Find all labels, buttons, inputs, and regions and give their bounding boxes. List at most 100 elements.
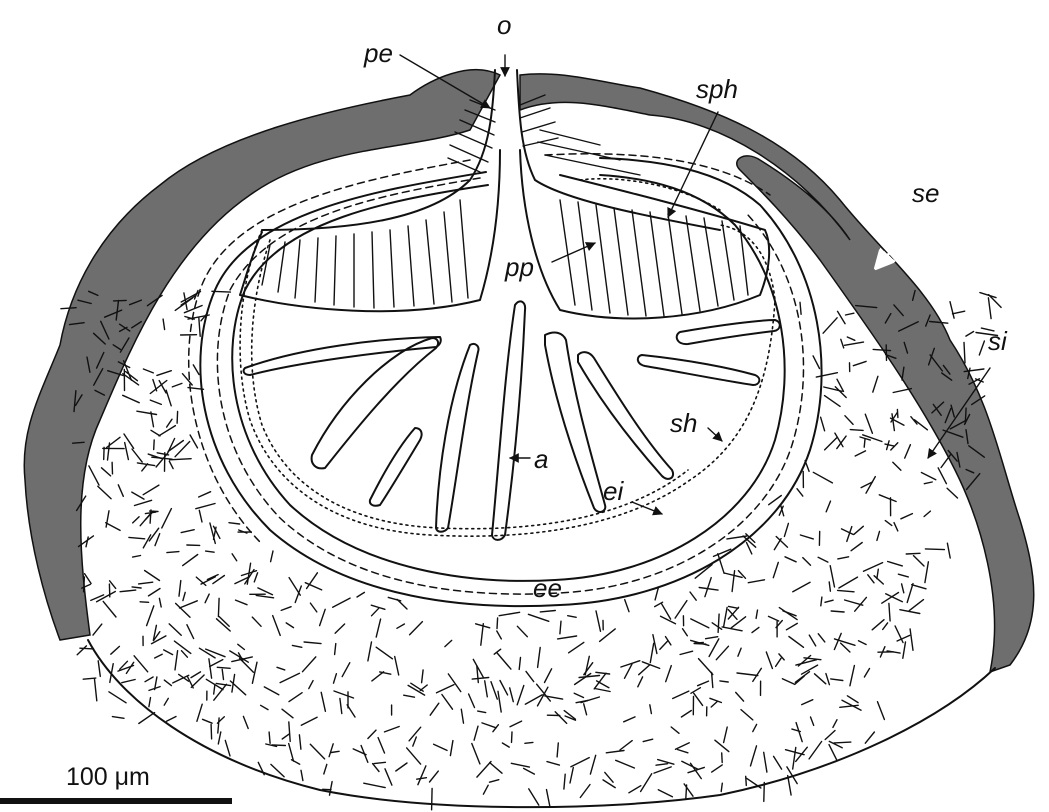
fiber-stroke: [658, 790, 672, 797]
fiber-stroke: [596, 672, 610, 674]
fiber-stroke: [712, 765, 723, 772]
fiber-stroke: [878, 702, 885, 720]
fiber-stroke: [786, 623, 797, 629]
fiber-stroke: [154, 440, 155, 450]
fiber-stroke: [301, 770, 303, 780]
fiber-stroke: [280, 673, 299, 682]
fiber-stroke: [271, 764, 284, 776]
fiber-stroke: [132, 449, 142, 462]
label-pe: pe: [363, 38, 393, 68]
fiber-stroke: [564, 774, 565, 789]
fiber-stroke: [753, 724, 757, 731]
fiber-stroke: [661, 616, 676, 624]
fiber-stroke: [396, 763, 407, 771]
fiber-stroke: [413, 737, 417, 746]
fiber-stroke: [676, 743, 690, 750]
fiber-stroke: [585, 656, 589, 675]
fiber-stroke: [691, 619, 709, 628]
fiber-stroke: [851, 543, 862, 551]
fiber-stroke: [616, 760, 635, 768]
fiber-stroke: [77, 646, 86, 655]
fiber-stroke: [357, 592, 364, 597]
fiber-stroke: [833, 720, 837, 728]
fiber-stroke: [660, 641, 668, 650]
fiber-stroke: [698, 681, 709, 686]
fiber-stroke: [303, 657, 316, 672]
fiber-stroke: [769, 616, 779, 621]
fiber-stroke: [167, 439, 175, 455]
pointer-sph: [668, 112, 718, 217]
fiber-stroke: [407, 748, 421, 764]
fiber-stroke: [84, 577, 85, 592]
fiber-stroke: [809, 635, 815, 646]
fiber-stroke: [525, 742, 533, 743]
rod-5: [492, 301, 525, 539]
outer-wall-texture-2: [189, 160, 470, 542]
fiber-stroke: [731, 617, 745, 628]
fiber-stroke: [162, 509, 172, 528]
fiber-stroke: [547, 790, 551, 808]
fiber-stroke: [385, 727, 400, 732]
fiber-stroke: [214, 684, 227, 700]
fiber-stroke: [528, 614, 548, 621]
fiber-stroke: [705, 578, 711, 597]
fiber-stroke: [85, 574, 92, 584]
fiber-stroke: [397, 624, 405, 628]
fiber-stroke: [868, 575, 874, 583]
fiber-stroke: [641, 774, 652, 792]
fiber-stroke: [448, 674, 461, 692]
fiber-stroke: [643, 739, 653, 741]
fiber-stroke: [120, 590, 136, 592]
fiber-stroke: [720, 681, 728, 682]
fiber-stroke: [883, 623, 888, 630]
fiber-stroke: [569, 642, 584, 652]
fiber-stroke: [321, 692, 325, 711]
fiber-stroke: [517, 686, 524, 705]
fiber-stroke: [902, 584, 904, 593]
fiber-stroke: [864, 563, 883, 572]
fiber-stroke: [629, 786, 641, 793]
fiber-stroke: [122, 680, 135, 683]
fiber-stroke: [912, 585, 926, 589]
fiber-stroke: [796, 723, 802, 742]
fiber-stroke: [524, 768, 535, 774]
fiber-stroke: [133, 517, 139, 523]
fiber-stroke: [179, 581, 181, 597]
fiber-stroke: [800, 535, 813, 539]
fiber-stroke: [145, 571, 160, 581]
fiber-stroke: [134, 656, 148, 672]
fiber-stroke: [950, 302, 954, 319]
fiber-stroke: [779, 608, 797, 620]
fiber-stroke: [497, 653, 511, 670]
fiber-stroke: [545, 669, 552, 683]
fiber-stroke: [432, 788, 433, 809]
fiber-stroke: [187, 625, 194, 639]
fiber-stroke: [190, 435, 197, 448]
fiber-stroke: [155, 534, 160, 546]
fiber-stroke: [95, 679, 97, 701]
fiber-stroke: [157, 371, 171, 376]
fiber-stroke: [829, 745, 837, 761]
fiber-stroke: [282, 734, 289, 739]
fiber-stroke: [445, 640, 452, 646]
fiber-stroke: [169, 461, 173, 468]
fiber-stroke: [149, 698, 151, 707]
fiber-stroke: [838, 557, 849, 559]
fiber-stroke: [80, 648, 94, 649]
fiber-stroke: [212, 291, 231, 292]
fiber-stroke: [217, 667, 230, 668]
fiber-stroke: [108, 443, 110, 460]
fiber-stroke: [813, 472, 832, 483]
fiber-stroke: [324, 764, 327, 774]
fiber-stroke: [947, 543, 950, 558]
fiber-stroke: [914, 556, 925, 566]
fiber-stroke: [741, 710, 753, 720]
fiber-stroke: [418, 766, 426, 785]
rod-6: [545, 333, 605, 512]
fiber-stroke: [854, 526, 863, 534]
fiber-stroke: [831, 679, 843, 681]
fiber-stroke: [199, 510, 202, 522]
fiber-stroke: [737, 673, 758, 676]
fiber-stroke: [286, 623, 293, 628]
fiber-stroke: [211, 725, 212, 739]
